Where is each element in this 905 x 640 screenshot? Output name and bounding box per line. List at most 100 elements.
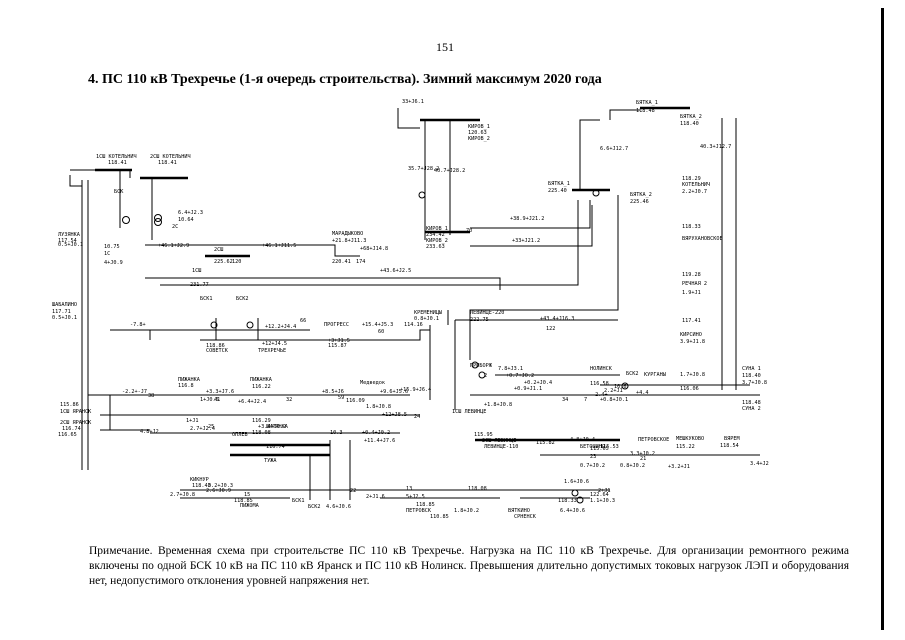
- diagram-label: ТРЕХРЕЧЬЕ: [258, 348, 286, 354]
- diagram-label: 1.8+J0.8: [366, 404, 391, 410]
- page-title: 4. ПС 110 кВ Трехречье (1-я очередь стро…: [88, 72, 602, 87]
- diagram-label: 10.64: [178, 217, 194, 223]
- transformer-icon: [210, 321, 218, 329]
- diagram-label: СУНА 2: [742, 406, 761, 412]
- transformer-symbols: [122, 189, 629, 504]
- diagram-label: ЛЕВИНЦЕ-110: [484, 444, 518, 450]
- diagram-label: 2.2+J0.7: [682, 189, 707, 195]
- diagram-label: 122.64: [590, 492, 609, 498]
- diagram-label: 115.22: [676, 444, 695, 450]
- diagram-label: КИКНУР: [190, 477, 209, 483]
- diagram-label: +12+J4.5: [262, 341, 287, 347]
- diagram-label: ШИРЯНКА: [266, 424, 289, 430]
- diagram-label: БСК1: [200, 296, 213, 302]
- diagram-label: 59: [338, 395, 344, 401]
- diagram-label: БСК2: [236, 296, 249, 302]
- diagram-label: +38.9+J21.2: [510, 216, 544, 222]
- diagram-label: 10.75: [104, 244, 120, 250]
- diagram-label: 117.41: [682, 318, 701, 324]
- diagram-label: +6.4+J2.4: [238, 399, 266, 405]
- diagram-label: МАРАДЫКОВО: [332, 231, 363, 237]
- diagram-label: РЕЧНАЯ 2: [682, 281, 707, 287]
- diagram-label: +8.5+J6: [322, 389, 344, 395]
- diagram-lines: [69, 106, 760, 500]
- transformer-icon: [592, 189, 600, 197]
- diagram-label: КИРОВ_1: [468, 124, 490, 130]
- transformer-icon: [571, 489, 579, 497]
- diagram-label: 3.4+J2: [750, 461, 769, 467]
- diagram-label: СРНЕНСК: [514, 514, 537, 520]
- diagram-label: 7.8+J3.1: [498, 366, 523, 372]
- diagram-label: 40.7+J28.2: [434, 168, 465, 174]
- diagram-label: ПИЖОМА: [240, 503, 260, 509]
- diagram-label: 115.95: [474, 432, 493, 438]
- diagram-label: +9.6+J5.6: [380, 389, 408, 395]
- diagram-label: 2+J1: [598, 488, 611, 494]
- diagram-label: 0.5+J0.1: [52, 315, 77, 321]
- diagram-label: 122: [546, 326, 555, 332]
- diagram-label: ШАБАЛИНО: [52, 302, 77, 308]
- diagram-label: КУРГАНЫ: [644, 372, 666, 378]
- diagram-label: 2.7+J2.4: [190, 426, 215, 432]
- diagram-label: 110.85: [430, 514, 449, 520]
- diagram-label: +0.4+J0.2: [362, 430, 390, 436]
- diagram-label: 2.6+J0.9: [206, 488, 231, 494]
- diagram-label: 35.7+J28.2: [408, 166, 439, 172]
- diagram-label: 118.40: [680, 121, 699, 127]
- diagram-label: +0.2+J0.4: [524, 380, 552, 386]
- diagram-label: -2.4+: [592, 392, 608, 398]
- diagram-label: 118.54: [720, 443, 739, 449]
- diagram-label: 117.71: [52, 309, 71, 315]
- diagram-label: 174: [356, 259, 365, 265]
- diagram-label: 118.29: [682, 176, 701, 182]
- diagram-label: 118.40: [742, 373, 761, 379]
- diagram-label: 4+J0.9: [104, 260, 123, 266]
- diagram-label: 4.8+J0.4: [570, 437, 595, 443]
- diagram-label: 3.9+J1.8: [680, 339, 705, 345]
- diagram-label: 118.08: [468, 486, 487, 492]
- diagram-label: +15.4+J5.3: [362, 322, 393, 328]
- diagram-label: Медведок: [360, 380, 386, 386]
- diagram-label: 120.63: [468, 130, 487, 136]
- diagram-label: 2СШ: [214, 247, 223, 253]
- diagram-label: 2.7+J0.8: [170, 492, 195, 498]
- diagram-label: 4.6+J0.6: [326, 504, 351, 510]
- diagram-label: 1СШ КОТЕЛЬНИЧ: [96, 154, 137, 160]
- transformer-icon: [418, 191, 426, 199]
- diagram-label: ЛУЗЯНКА: [58, 232, 81, 238]
- diagram-label: 116.65: [58, 432, 77, 438]
- diagram-label: 225.40: [548, 188, 567, 194]
- diagram-label: 25: [208, 424, 214, 430]
- diagram-label: 32: [286, 397, 292, 403]
- diagram-label: +43.4+J16.3: [540, 316, 574, 322]
- transformer-icon: [478, 371, 486, 379]
- diagram-label: 1+J1: [186, 418, 199, 424]
- diagram-label: +12+J8.5: [382, 412, 407, 418]
- diagram-label: 1СШ ЯРАНСК: [60, 409, 92, 415]
- diagram-label: 118.41: [108, 160, 127, 166]
- diagram-label: ТУЖА: [264, 458, 277, 464]
- diagram-label: 10.3: [330, 430, 343, 436]
- diagram-label: 1.8+J0.2: [454, 508, 479, 514]
- diagram-label: 115.65: [590, 446, 609, 452]
- diagram-label: ВЯТКИНО: [508, 508, 530, 514]
- diagram-label: НОЛИНСК: [590, 366, 613, 372]
- diagram-label: 0.2+J0.3: [208, 483, 233, 489]
- diagram-label: 40.3+J12.7: [700, 144, 731, 150]
- diagram-label: +46.1+J11.5: [262, 243, 296, 249]
- diagram-label: 118.86: [206, 343, 225, 349]
- diagram-label: 23: [590, 454, 596, 460]
- diagram-label: ПРИБОРЖ: [470, 363, 493, 369]
- transformer-icon: [471, 361, 479, 369]
- diagram-label: 3.3+J0.2: [630, 451, 655, 457]
- diagram-label: 21: [640, 456, 646, 462]
- diagram-label: 6.4+J2.3: [178, 210, 203, 216]
- diagram-label: ПИЖАНКА: [250, 377, 273, 383]
- diagram-label: БСК: [114, 189, 124, 195]
- diagram-label: +3.4+J0.2: [258, 424, 286, 430]
- diagram-label: +12.2+J4.4: [265, 324, 296, 330]
- diagram-label: 2С: [172, 224, 178, 230]
- diagram-label: 3.7+J0.8: [742, 380, 767, 386]
